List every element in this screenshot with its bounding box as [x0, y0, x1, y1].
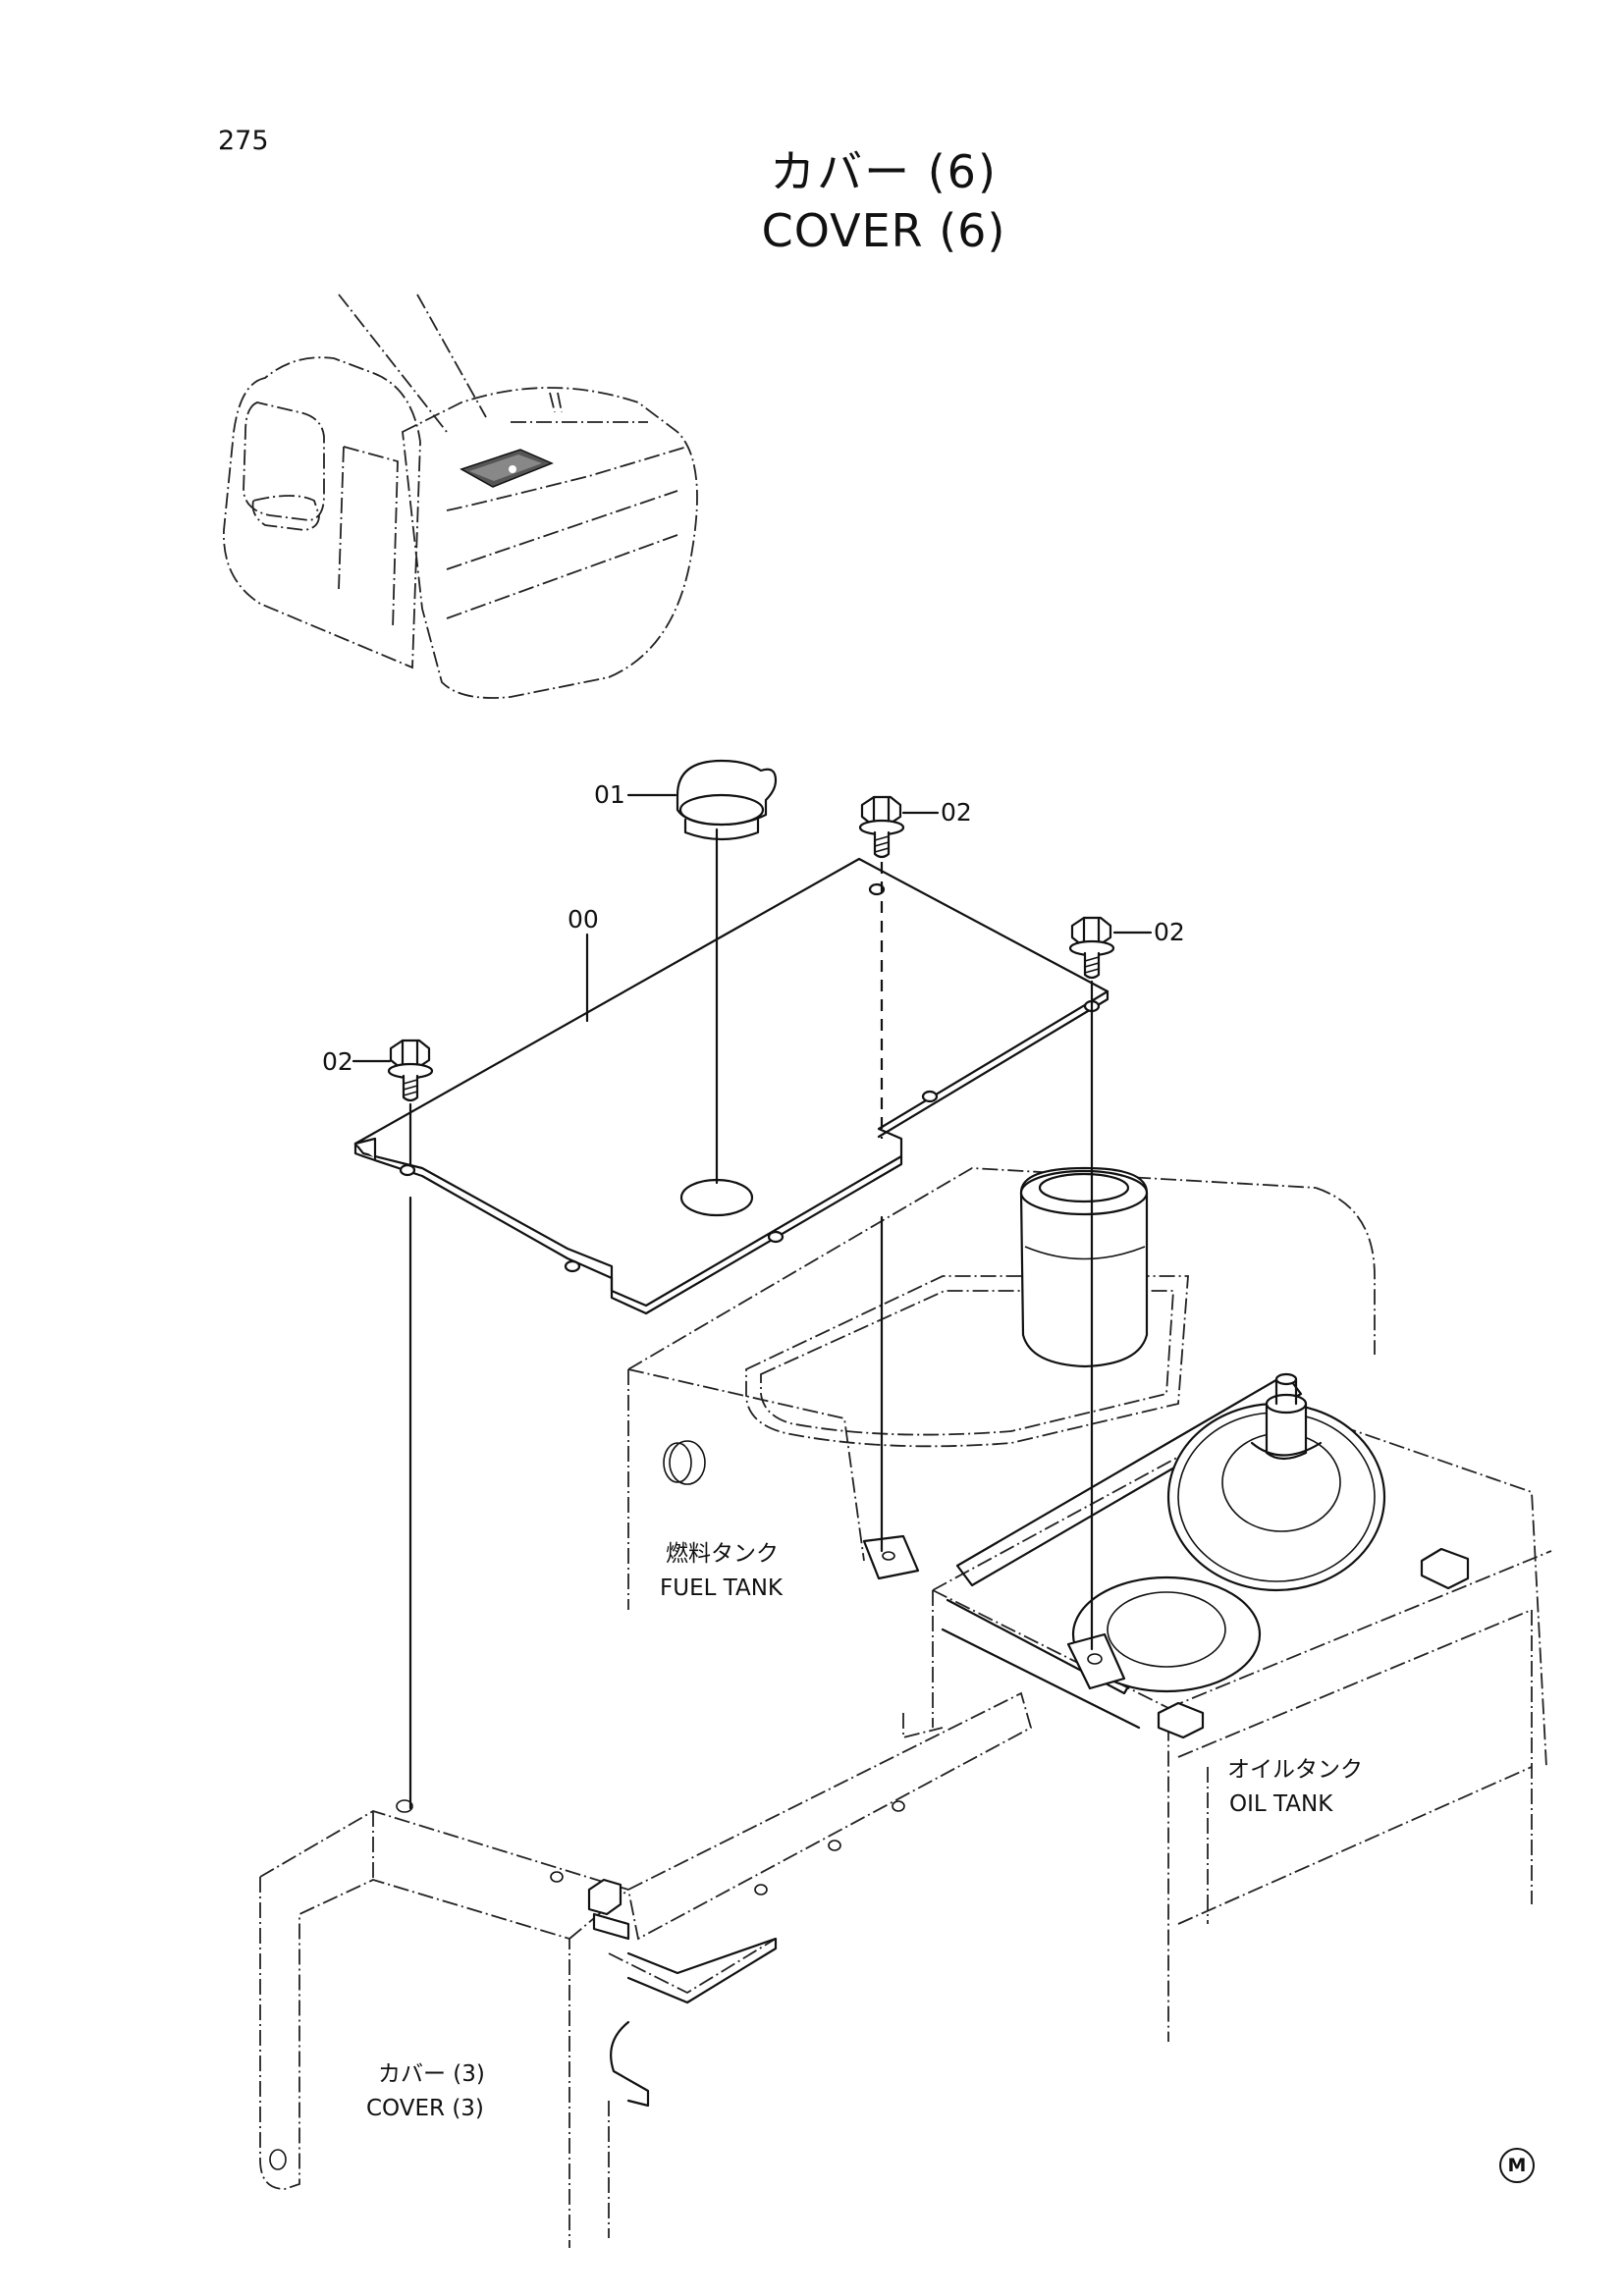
fuel-tank-drawing: [627, 1166, 1376, 1610]
cover3-label-jp: カバー (3): [378, 2061, 485, 2087]
bolt-part-02-left: [387, 1039, 434, 1102]
corner-m-mark: M: [1499, 2148, 1535, 2183]
callout-02-left: 02: [322, 1047, 353, 1076]
machine-overview-illustration: [223, 294, 698, 699]
fuel-tank-label-jp: 燃料タンク: [666, 1541, 779, 1567]
callout-00: 00: [568, 905, 599, 934]
bolt-part-02-right: [1068, 916, 1115, 980]
frame-drawing: [259, 1691, 1033, 2248]
callout-02-top: 02: [941, 798, 972, 827]
page-number: 275: [218, 126, 269, 156]
fuel-tank-label-en: FUEL TANK: [660, 1575, 784, 1601]
title-japanese: カバー (6): [770, 145, 998, 198]
cover-plate-part-00: [353, 857, 1109, 1315]
bolt-part-02-top: [858, 795, 905, 859]
assembly-lines: [352, 793, 1153, 1810]
title-english: COVER (6): [761, 204, 1006, 257]
oil-tank-label-en: OIL TANK: [1229, 1791, 1333, 1817]
callout-01: 01: [594, 780, 625, 809]
oil-tank-label-jp: オイルタンク: [1227, 1757, 1363, 1783]
callout-02-right: 02: [1154, 918, 1185, 946]
cap-part-01: [676, 759, 778, 841]
diagram-title: カバー (6) COVER (6): [687, 142, 1080, 260]
oil-tank-drawing: [932, 1372, 1552, 2042]
cover3-label-en: COVER (3): [366, 2096, 484, 2121]
